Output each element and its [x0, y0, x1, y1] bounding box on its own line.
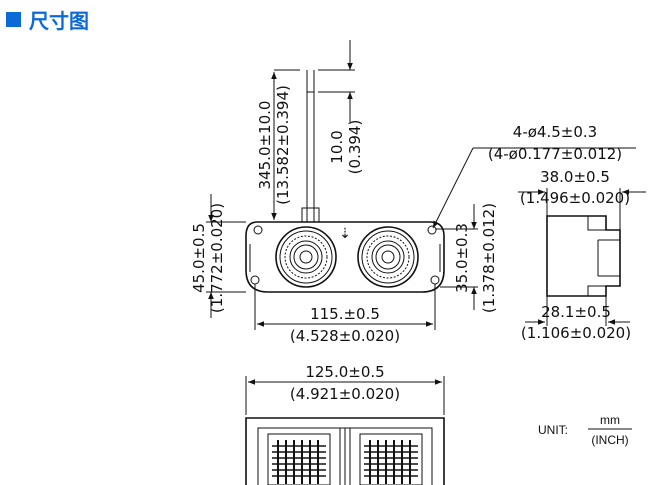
unit-numerator: mm: [600, 413, 620, 427]
depth-label: 38.0±0.5: [540, 168, 610, 186]
unit-legend: UNIT: mm (INCH): [538, 413, 632, 447]
side-view: 38.0±0.5 (1.496±0.020) 28.1±0.5 (1.106±0…: [518, 168, 646, 342]
height-inch-label: (1.772±0.020): [208, 203, 226, 313]
length-label: 125.0±0.5: [305, 363, 384, 381]
unit-denominator: (INCH): [591, 433, 628, 447]
wire-strip-label: 10.0: [328, 130, 346, 163]
hole-spacing-inch-label: (4.528±0.020): [290, 327, 400, 345]
inner-height-inch-label: (1.378±0.012): [480, 203, 498, 313]
cable-length-label: 345.0±10.0: [256, 101, 274, 190]
holes-inch-label: (4-ø0.177±0.012): [488, 145, 622, 163]
unit-label: UNIT:: [538, 423, 568, 437]
section-header: 尺寸图: [6, 6, 89, 33]
square-bullet-icon: [6, 11, 21, 27]
holes-label: 4-ø4.5±0.3: [513, 123, 597, 141]
body-depth-inch-label: (1.106±0.020): [521, 324, 631, 342]
hole-spacing-label: 115.±0.5: [310, 305, 380, 323]
section-title: 尺寸图: [29, 8, 89, 33]
height-label: 45.0±0.5: [190, 223, 208, 293]
inner-height-label: 35.0±0.3: [453, 223, 471, 293]
depth-inch-label: (1.496±0.020): [520, 189, 630, 207]
top-view: ⇣ 345.0±10.0 (13.582±0.394) 10.0 (0.394)…: [190, 40, 636, 345]
front-view: 125.0±0.5 (4.921±0.020): [245, 363, 445, 485]
cable-length-inch-label: (13.582±0.394): [274, 85, 292, 205]
svg-text:⇣: ⇣: [339, 226, 351, 242]
length-inch-label: (4.921±0.020): [290, 385, 400, 403]
body-depth-label: 28.1±0.5: [541, 303, 611, 321]
wire-strip-inch-label: (0.394): [346, 120, 364, 175]
